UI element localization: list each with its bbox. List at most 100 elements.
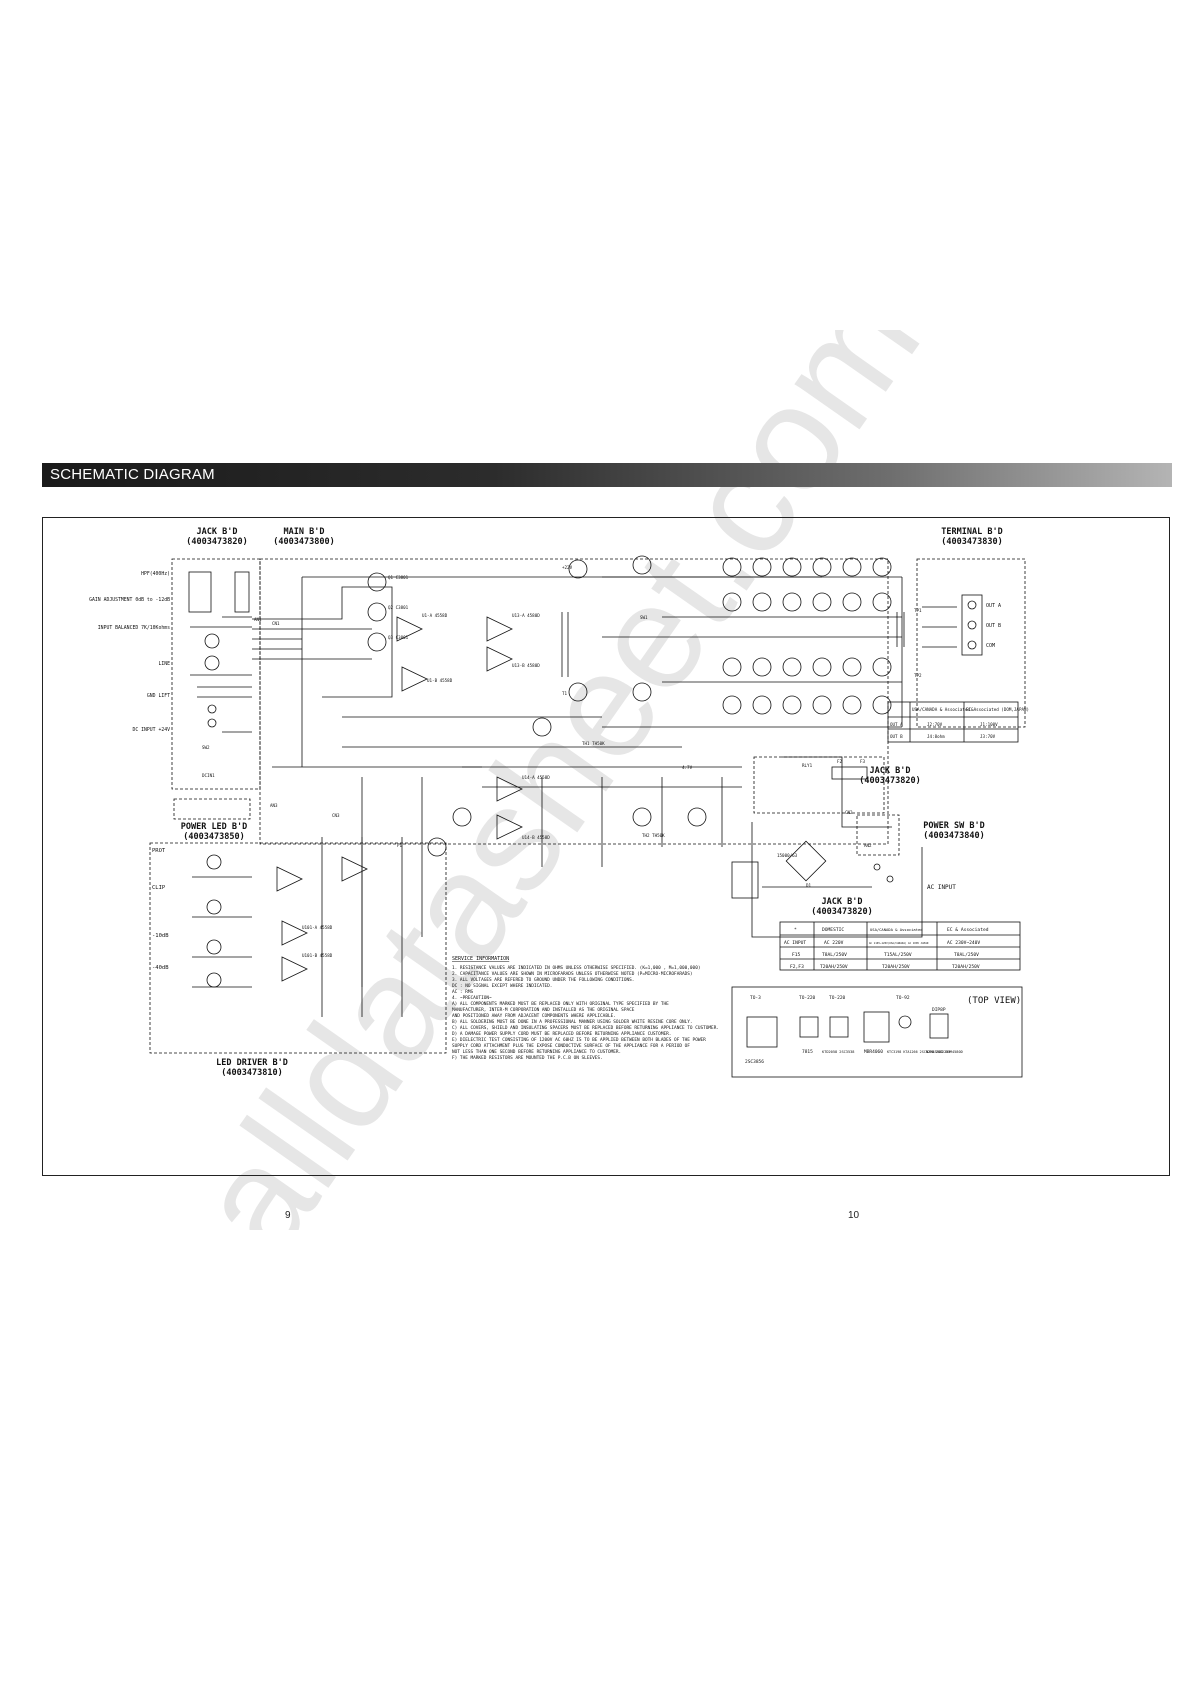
board-jack-top-outline	[171, 558, 261, 790]
package-part: KTC3198 KTA1266 2SC3250 2SC2229	[887, 1050, 950, 1054]
service-info-line: B) ALL SOLDERING MUST BE DONE IN A PROFE…	[452, 1019, 693, 1025]
board-terminal-code: (4003473830)	[941, 537, 1002, 547]
fuse-table-header-3: EC & Associated	[947, 927, 989, 933]
component-label: TH2 TH50K	[642, 833, 665, 838]
component-label: U14-A 4558D	[522, 775, 550, 780]
component-label: AN3	[270, 803, 278, 808]
input-label-dc-input: DC INPUT +24V	[132, 727, 170, 733]
led-label-minus10db: -10dB	[152, 933, 169, 939]
fuse-table-grid	[779, 921, 1021, 971]
board-jack-top-name: JACK B'D	[197, 527, 238, 537]
service-info-line: A) ALL COMPONENTS MARKED MUST BE REPLACE…	[452, 1001, 669, 1007]
schematic-frame	[42, 517, 1170, 1176]
service-info-line: D) A DAMAGE POWER SUPPLY CORD MUST BE RE…	[452, 1031, 671, 1037]
package-part: NJM4558D NJM4580D	[926, 1050, 963, 1054]
component-label: U1-A 4558D	[422, 613, 448, 618]
service-info-line: MANUFACTURER, INTER-M CORPORATION AND IN…	[452, 1007, 635, 1013]
package-name: TO-3	[750, 995, 761, 1001]
board-jack-mid-name: JACK B'D	[870, 766, 911, 776]
voltage-table-r0c2: J1:100V	[980, 722, 998, 727]
component-label: U101-B 4558D	[302, 953, 333, 958]
component-label: T1	[562, 691, 568, 696]
service-info-line: 3. ALL VOLTAGES ARE REFERED TO GROUND UN…	[452, 977, 634, 983]
fuse-table-r0c3: AC 230V~240V	[947, 940, 980, 946]
component-label: TH1 TH50K	[582, 741, 605, 746]
package-name: DIP8P	[932, 1007, 946, 1013]
input-label-balanced: INPUT BALANCED 7K/10Kohms	[98, 625, 170, 631]
package-outlines	[731, 986, 1023, 1078]
voltage-table-r1c0: OUT B	[890, 734, 903, 739]
component-label: 4.7V	[682, 765, 693, 770]
board-led-driver-name: LED DRIVER B'D	[216, 1058, 288, 1068]
fuse-table-r2c1: T20AH/250V	[820, 964, 848, 970]
board-main-code: (4003473800)	[273, 537, 334, 547]
input-label-line: LINE	[158, 661, 170, 667]
component-label: CN3	[332, 813, 340, 818]
service-info-line: DC : NO SIGNAL EXCEPT WHERE INDICATED.	[452, 983, 552, 989]
component-label: Q2 C3801	[388, 605, 409, 610]
board-led-driver-code: (4003473810)	[221, 1068, 282, 1078]
service-info-line: 4. ~PRECAUTION~	[452, 995, 492, 1001]
fuse-table-r1c3: T8AL/250V	[954, 952, 979, 958]
board-main-name: MAIN B'D	[284, 527, 325, 537]
board-jack-bottom-code: (4003473820)	[811, 907, 872, 917]
voltage-table-r1c2: J3:70V	[980, 734, 996, 739]
fuse-table-r0c0: AC INPUT	[784, 940, 806, 946]
package-part: KTD2058 2SC3538	[822, 1050, 854, 1054]
component-label: RLY1	[802, 763, 813, 768]
fuse-table-r1c2: T15AL/250V	[884, 952, 912, 958]
component-label: SW2	[202, 745, 210, 750]
fuse-table-r1c1: T8AL/250V	[822, 952, 847, 958]
section-title: SCHEMATIC DIAGRAM	[50, 466, 215, 483]
fuse-table-header-1: DOMESTIC	[822, 927, 844, 933]
component-label: +22V	[562, 565, 573, 570]
service-info-line: 2. CAPACITANCE VALUES ARE SHOWN IN MICRO…	[452, 971, 693, 977]
output-transistor-array-upper	[722, 557, 892, 612]
fuse-table-r0c1: AC 220V	[824, 940, 844, 946]
component-label: SW1	[640, 615, 648, 620]
service-info-line: AC : RMS	[452, 989, 474, 995]
service-info-line: 1. RESISTANCE VALUES ARE INDICATED IN OH…	[452, 965, 700, 971]
component-label: 15000/63	[777, 853, 798, 858]
board-power-led-code: (4003473850)	[183, 832, 244, 842]
service-info-line: NOT LESS THAN ONE SECOND BEFORE RETURNIN…	[452, 1049, 621, 1055]
input-label-gain: GAIN ADJUSTMENT 0dB to -12dB	[89, 597, 170, 603]
board-terminal-outline	[916, 558, 1026, 728]
component-label: DCIN1	[202, 773, 215, 778]
service-info-title: SERVICE INFORMATION	[452, 956, 509, 962]
component-label: TP1	[914, 608, 922, 613]
service-info-line: C) ALL COVERS, SHIELD AND INSULATING SPA…	[452, 1025, 719, 1031]
component-label: Q1 C3801	[388, 575, 409, 580]
board-power-sw-code: (4003473840)	[923, 831, 984, 841]
package-part: 7815	[802, 1049, 813, 1055]
output-label-com: COM	[986, 643, 995, 649]
ac-input-label: AC INPUT	[927, 884, 956, 891]
package-part: MBR4060	[864, 1049, 883, 1055]
component-label: TP2	[914, 673, 922, 678]
fuse-table-header-2: USA/CANADA & Associated	[870, 927, 923, 932]
component-label: U13-A 4580D	[512, 613, 540, 618]
schematic-diagram: JACK B'D (4003473820) MAIN B'D (40034738…	[89, 527, 1029, 1078]
board-power-led-outline	[173, 798, 251, 820]
led-label-clip: CLIP	[152, 885, 166, 891]
component-labels: U1-A 4558D U1-B 4558D U13-A 4580D U13-B …	[202, 565, 922, 958]
led-label-minus40db: -40dB	[152, 965, 169, 971]
component-label: AN2	[864, 843, 872, 848]
service-info-line: SUPPLY CORD ATTACHMENT PLUG THE EXPOSE C…	[452, 1043, 690, 1049]
fuse-table-r2c2: T20AH/250V	[882, 964, 910, 970]
component-label: U13-B 4580D	[512, 663, 540, 668]
input-label-hpf: HPF(400Hz)	[141, 571, 170, 577]
output-transistor-array-lower	[722, 657, 892, 715]
service-information-block: SERVICE INFORMATION 1. RESISTANCE VALUES…	[452, 956, 719, 1061]
package-top-view-label: (TOP VIEW)	[967, 996, 1021, 1006]
input-label-gnd-lift: GND LIFT	[147, 693, 170, 699]
service-info-line: E) DIELECTRIC TEST CONSISTING OF 1200V A…	[452, 1037, 706, 1043]
package-name: TO-220	[829, 995, 846, 1001]
service-info-line: F) THE MARKED RESISTORS ARE MOUNTED THE …	[452, 1055, 603, 1061]
component-label: F3	[860, 759, 866, 764]
component-label: F2	[837, 759, 843, 764]
component-label: AN1	[254, 617, 262, 622]
board-terminal-name: TERMINAL B'D	[941, 527, 1002, 537]
voltage-table-r0c1: J2:70V	[927, 722, 943, 727]
package-name: TO-220	[799, 995, 816, 1001]
